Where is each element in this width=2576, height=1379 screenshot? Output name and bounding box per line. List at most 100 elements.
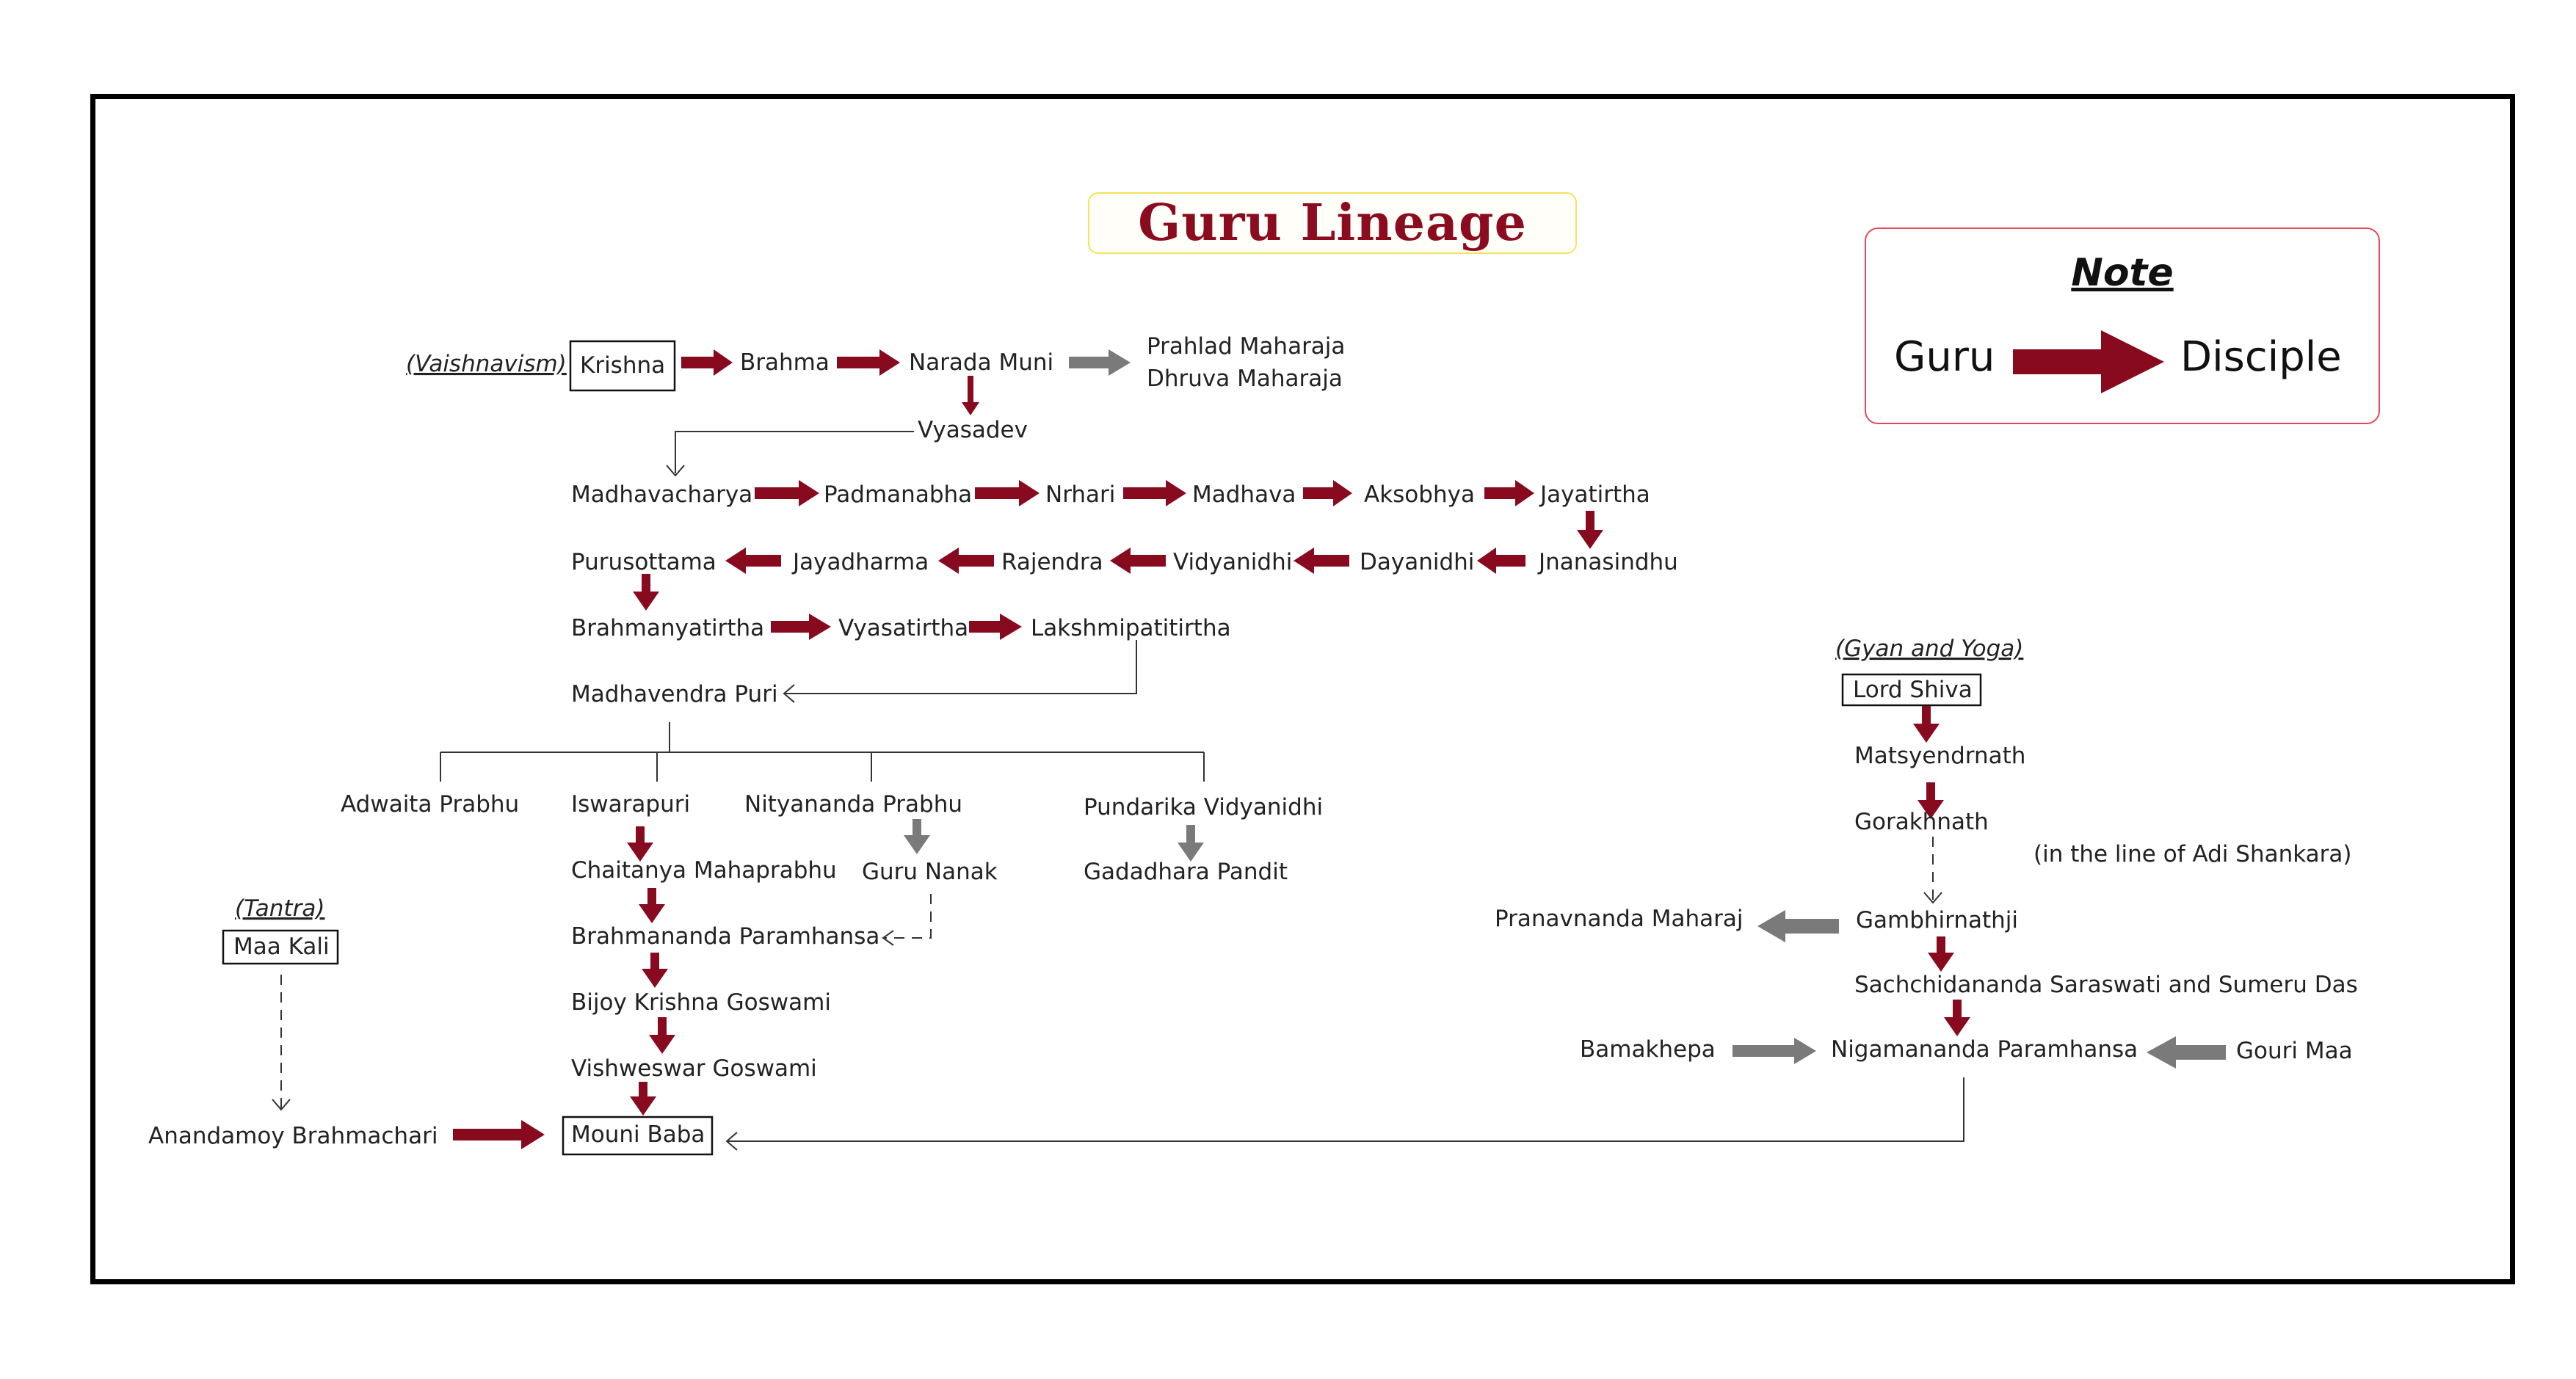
node-madhava: Madhava bbox=[1192, 481, 1296, 508]
note-heading: Note bbox=[2071, 251, 2174, 295]
guru-arrow-icon bbox=[969, 614, 1022, 640]
guru-arrow-icon bbox=[1294, 547, 1349, 574]
node-mouni: Mouni Baba bbox=[571, 1121, 705, 1148]
node-lord-shiva: Lord Shiva bbox=[1853, 677, 1973, 703]
connector-arrowhead bbox=[666, 465, 685, 477]
node-jnanasindhu: Jnanasindhu bbox=[1537, 549, 1678, 575]
node-krishna: Krishna bbox=[580, 352, 665, 379]
tag-adi-shankara: (in the line of Adi Shankara) bbox=[2033, 841, 2352, 867]
dashed-connector bbox=[885, 894, 932, 939]
node-pundarika: Pundarika Vidyanidhi bbox=[1084, 794, 1323, 821]
guru-arrow-icon bbox=[630, 1082, 656, 1116]
grey-arrow-icon bbox=[1733, 1038, 1816, 1064]
guru-arrow-icon bbox=[1110, 547, 1166, 574]
guru-arrow-icon bbox=[1913, 706, 1940, 743]
guru-arrow-icon bbox=[453, 1120, 545, 1149]
node-maa-kali: Maa Kali bbox=[233, 934, 330, 960]
guru-arrow-icon bbox=[938, 547, 994, 574]
node-gouri-maa: Gouri Maa bbox=[2236, 1038, 2353, 1064]
tag-vaishnavism: (Vaishnavism) bbox=[406, 351, 567, 377]
guru-arrow-icon bbox=[1123, 480, 1186, 506]
node-vishweswar: Vishweswar Goswami bbox=[571, 1055, 817, 1082]
node-brahma: Brahma bbox=[740, 349, 830, 376]
node-padmanabha: Padmanabha bbox=[824, 481, 972, 508]
node-nrhari: Nrhari bbox=[1045, 481, 1115, 508]
node-chaitanya: Chaitanya Mahaprabhu bbox=[571, 857, 837, 884]
connector-arrowhead bbox=[882, 930, 894, 946]
guru-arrow-icon bbox=[649, 1017, 675, 1054]
page-title: Guru Lineage bbox=[1138, 194, 1527, 252]
guru-arrow-icon bbox=[627, 826, 653, 862]
node-anandamoy: Anandamoy Brahmachari bbox=[148, 1123, 438, 1149]
node-nigamananda: Nigamananda Paramhansa bbox=[1831, 1036, 2138, 1063]
grey-arrow-icon bbox=[904, 819, 930, 854]
guru-arrow-icon bbox=[755, 480, 819, 506]
node-gambhirnathji: Gambhirnathji bbox=[1856, 907, 2018, 934]
node-bijoy: Bijoy Krishna Goswami bbox=[571, 989, 831, 1016]
guru-arrow-icon bbox=[1303, 480, 1352, 506]
node-box-maa-kali bbox=[222, 929, 339, 965]
note-guru-label: Guru bbox=[1894, 333, 1995, 381]
node-rajendra: Rajendra bbox=[1001, 549, 1103, 575]
legend-note: Note Guru Disciple bbox=[1865, 228, 2380, 424]
guru-arrow-icon bbox=[837, 349, 900, 376]
node-bamakhepa: Bamakhepa bbox=[1580, 1036, 1716, 1063]
connector-arrowhead bbox=[272, 1099, 291, 1111]
node-box-mouni-baba bbox=[562, 1116, 714, 1156]
connector-line bbox=[675, 431, 914, 473]
node-lakshmipatitirtha: Lakshmipatitirtha bbox=[1031, 615, 1231, 641]
guru-arrow-icon bbox=[642, 953, 668, 988]
guru-arrow-icon bbox=[1577, 511, 1603, 549]
connector-arrowhead bbox=[725, 1132, 738, 1151]
node-aksobhya: Aksobhya bbox=[1364, 481, 1475, 508]
node-jayadharma: Jayadharma bbox=[791, 549, 929, 575]
title-banner: Guru Lineage bbox=[1088, 192, 1577, 254]
diagram-frame bbox=[90, 94, 2515, 1284]
tag-gyan-yoga: (Gyan and Yoga) bbox=[1835, 636, 2023, 662]
node-box-lord-shiva bbox=[1841, 673, 1982, 707]
connector-arrowhead bbox=[1923, 892, 1942, 904]
legend-arrow-icon bbox=[2013, 330, 2164, 393]
guru-arrow-icon bbox=[633, 574, 659, 611]
node-jayatirtha: Jayatirtha bbox=[1539, 481, 1650, 508]
guru-arrow-icon bbox=[1918, 782, 1944, 819]
grey-arrow-icon bbox=[1178, 825, 1204, 862]
node-vyasadev: Vyasadev bbox=[918, 417, 1028, 443]
grey-arrow-icon bbox=[1757, 910, 1839, 942]
guru-arrow-icon bbox=[639, 888, 665, 923]
guru-arrow-icon bbox=[681, 349, 733, 376]
grey-arrow-icon bbox=[1069, 349, 1131, 376]
node-purusottama: Purusottama bbox=[571, 549, 716, 575]
node-vyasatirtha: Vyasatirtha bbox=[838, 615, 968, 641]
node-madhavendra: Madhavendra Puri bbox=[571, 681, 778, 707]
node-box-krishna bbox=[569, 340, 676, 392]
node-matsyendrnath: Matsyendrnath bbox=[1854, 743, 2025, 769]
note-disciple-label: Disciple bbox=[2180, 333, 2342, 381]
guru-arrow-icon bbox=[1928, 936, 1954, 972]
guru-arrow-icon bbox=[725, 547, 781, 574]
grey-arrow-icon bbox=[2147, 1036, 2226, 1069]
node-madhavacharya: Madhavacharya bbox=[571, 481, 752, 508]
node-dayanidhi: Dayanidhi bbox=[1360, 549, 1474, 575]
guru-arrow-icon bbox=[771, 614, 831, 640]
connector-line bbox=[727, 1077, 1964, 1142]
node-pranavnanda: Pranavnanda Maharaj bbox=[1495, 906, 1743, 932]
node-brahmanyatirtha: Brahmanyatirtha bbox=[571, 615, 764, 641]
connector-line bbox=[784, 640, 1137, 694]
guru-arrow-icon bbox=[1484, 480, 1534, 506]
node-prahlad: Prahlad Maharaja bbox=[1147, 333, 1345, 360]
guru-arrow-icon bbox=[962, 376, 979, 415]
node-sachchidananda: Sachchidananda Saraswati and Sumeru Das bbox=[1854, 972, 2358, 998]
node-vidyanidhi: Vidyanidhi bbox=[1173, 549, 1292, 575]
guru-arrow-icon bbox=[975, 480, 1040, 506]
node-gadadhara: Gadadhara Pandit bbox=[1084, 859, 1288, 885]
node-narada: Narada Muni bbox=[909, 349, 1053, 376]
connector-arrowhead bbox=[783, 684, 795, 703]
node-brahmananda: Brahmananda Paramhansa bbox=[571, 923, 879, 950]
node-nityananda: Nityananda Prabhu bbox=[744, 791, 962, 818]
node-gorakhnath: Gorakhnath bbox=[1854, 809, 1989, 835]
node-iswarapuri: Iswarapuri bbox=[571, 791, 690, 818]
tag-tantra: (Tantra) bbox=[235, 895, 324, 922]
guru-arrow-icon bbox=[1944, 1000, 1970, 1036]
node-adwaita: Adwaita Prabhu bbox=[341, 791, 519, 818]
